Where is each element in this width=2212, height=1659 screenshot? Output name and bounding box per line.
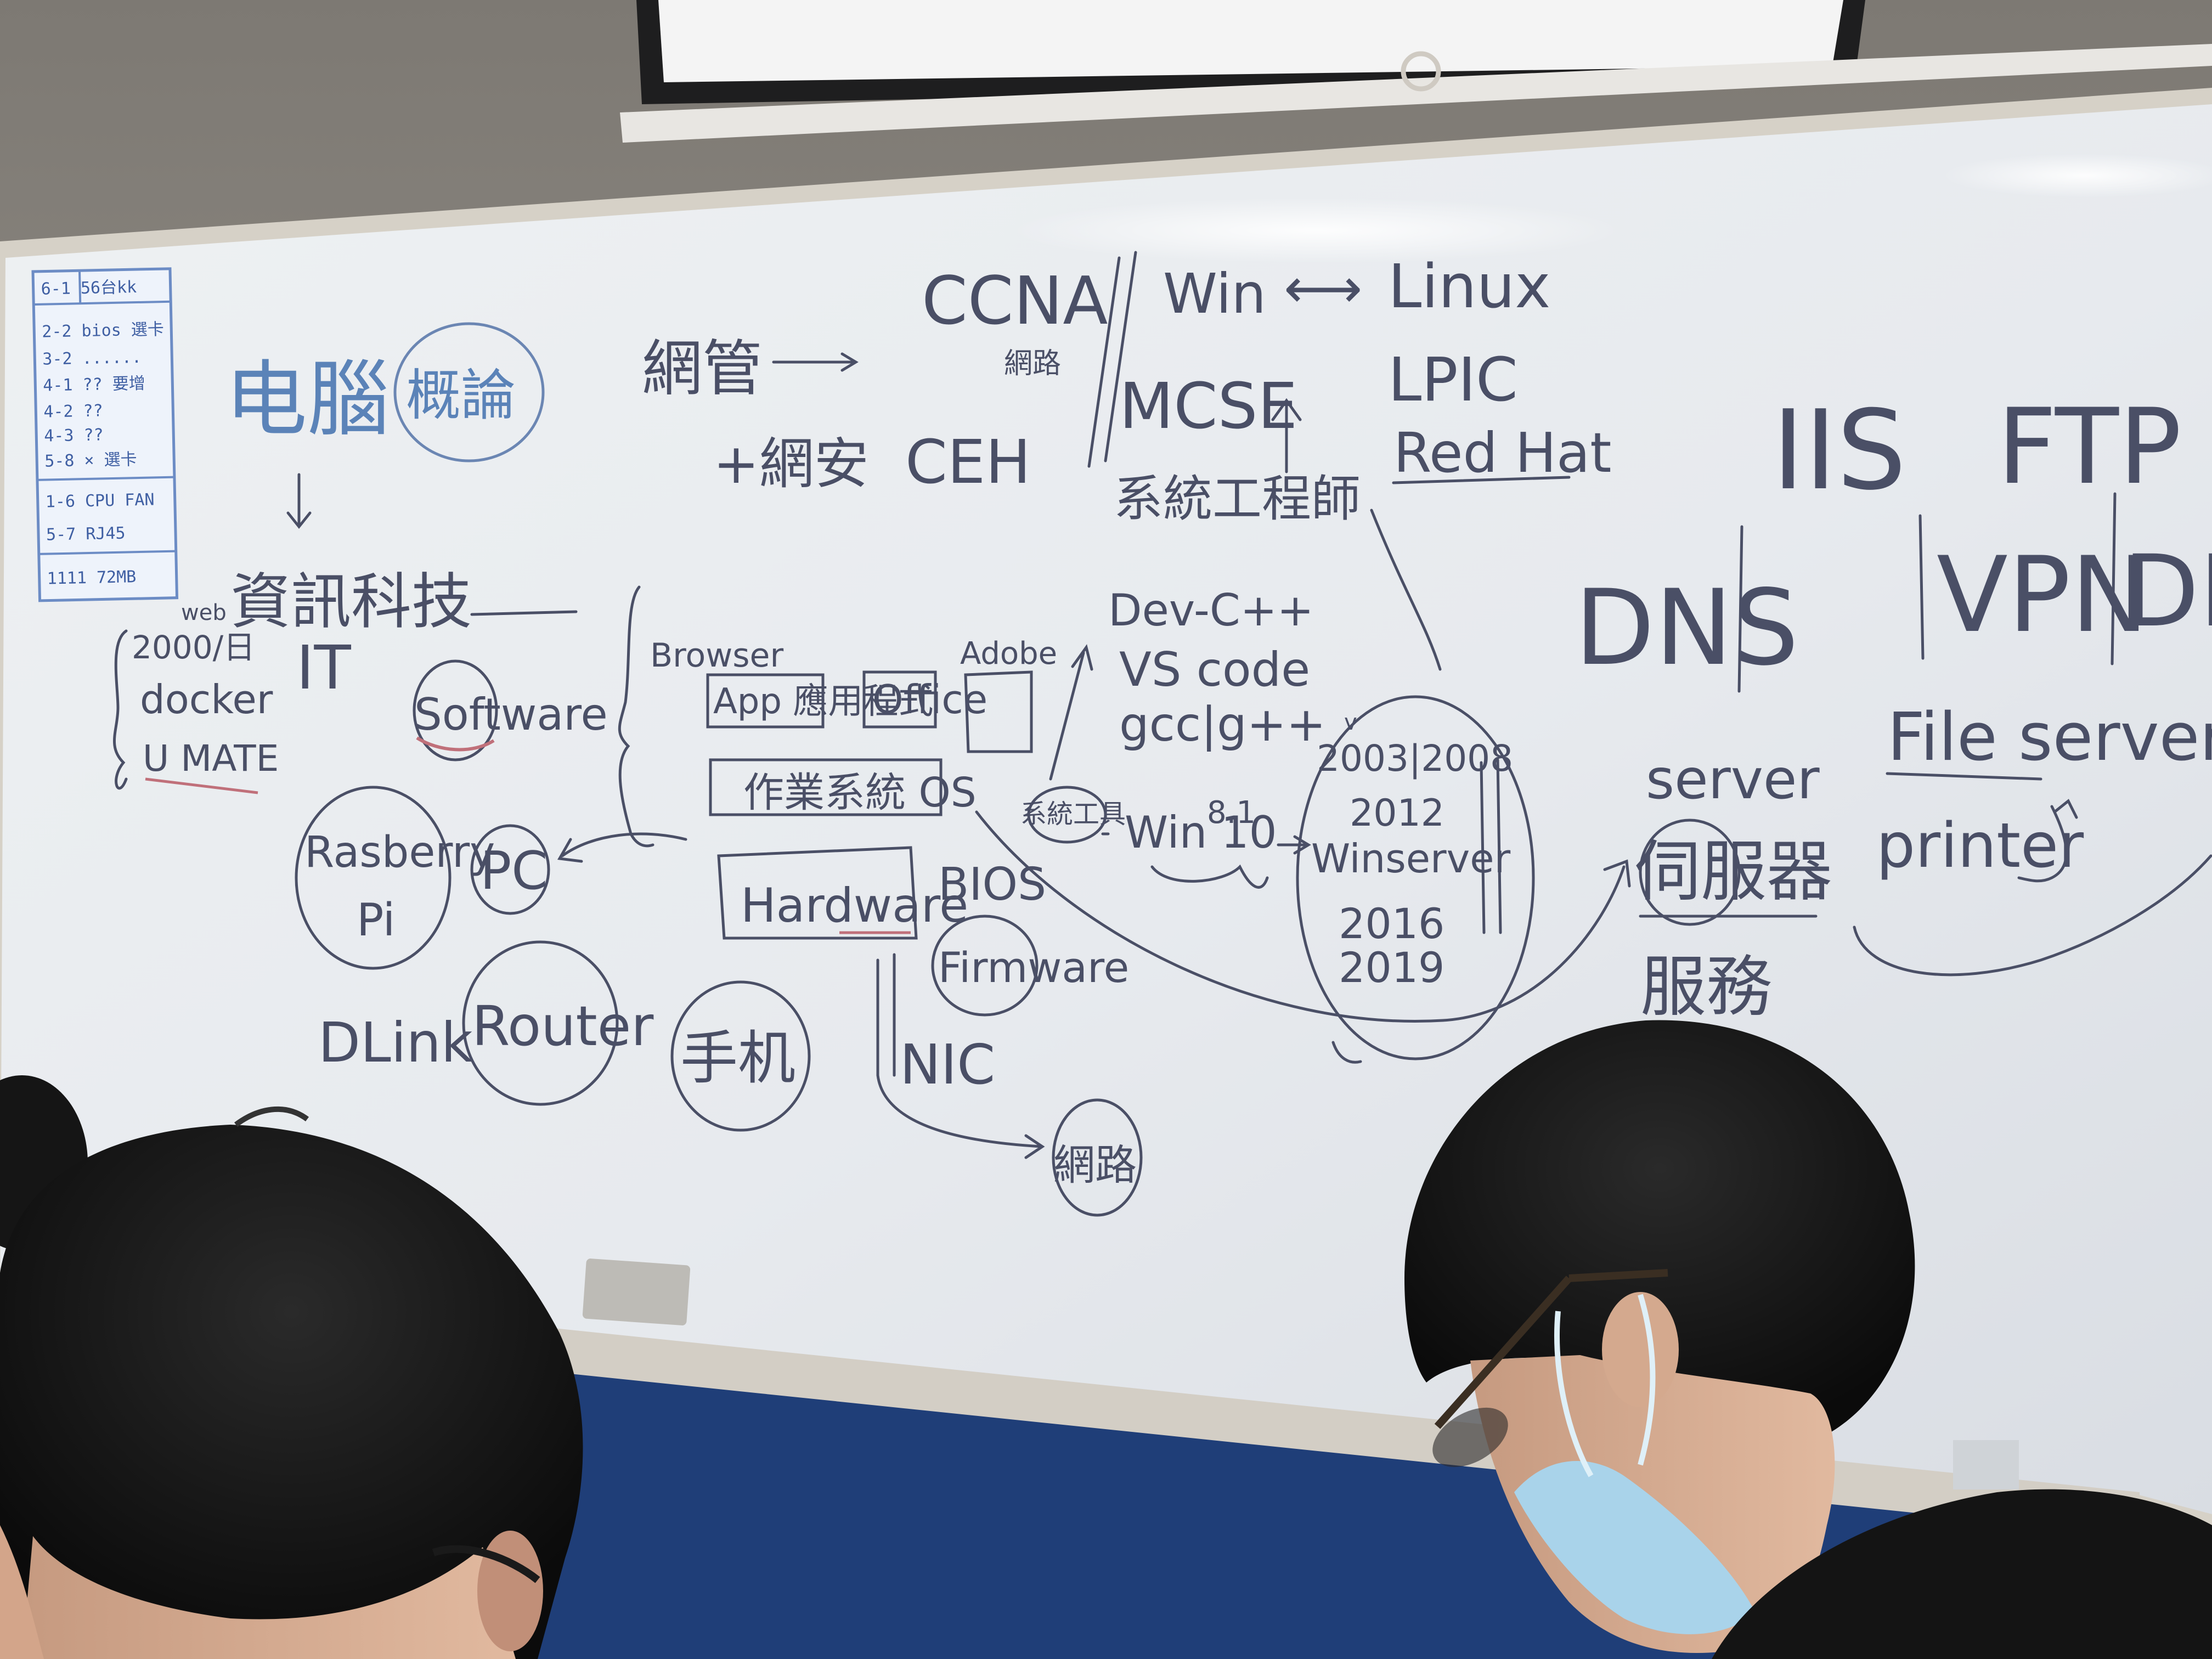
winserver-label: Winserver <box>1311 836 1511 882</box>
firmware-text: Firmware <box>938 943 1129 992</box>
server-cn-text: 伺服器 <box>1635 834 1832 910</box>
note-line: 4-1 ?? 要增 <box>43 374 145 396</box>
year-text: 2000/日 <box>132 629 255 666</box>
win-text: Win <box>1163 262 1266 326</box>
sys-engineer-text: 系統工程師 <box>1114 470 1361 528</box>
hardware-text: Hardware <box>741 878 968 933</box>
shirt <box>1712 1489 2212 1659</box>
browser-text: Browser <box>650 636 783 675</box>
note-line: 6-1 56台kk <box>41 278 137 299</box>
overview-text: 概論 <box>406 363 516 427</box>
ccna-text: CCNA <box>922 263 1108 340</box>
bios-text: BIOS <box>938 859 1046 911</box>
adobe-text: Adobe <box>960 636 1057 672</box>
docker-text: docker <box>140 676 273 723</box>
linux-text: Linux <box>1388 251 1550 321</box>
dlink-text: DLink <box>318 1011 473 1075</box>
network-admin-text: 網管 <box>642 334 763 404</box>
student-left <box>0 1106 583 1659</box>
note-line: 1-6 CPU FAN <box>45 490 154 511</box>
win10-text: Win 10 <box>1125 807 1277 858</box>
winserver-v: v <box>1344 710 1357 735</box>
glasses <box>1434 1269 1668 1429</box>
lpic-text: LPIC <box>1388 345 1518 415</box>
rasberry-text: Rasberry <box>304 828 495 877</box>
winserver-2012: 2012 <box>1350 792 1444 835</box>
app-text: App 應用程式 <box>713 681 933 722</box>
red-hat-text: Red Hat <box>1393 421 1611 485</box>
security-text: +網安 <box>713 432 869 496</box>
printer-text: printer <box>1876 810 2084 882</box>
iis-text: IIS <box>1772 387 1906 515</box>
it-text: IT <box>296 633 351 703</box>
student-right <box>1404 1020 2212 1659</box>
web-text: web <box>181 600 227 625</box>
dh-text: DH <box>2123 534 2212 649</box>
winserver-2019: 2019 <box>1339 943 1444 992</box>
sticky-note: 6-1 56台kk 2-2 bios 選卡 3-2 ...... 4-1 ?? … <box>31 267 179 602</box>
vs-code-text: VS code <box>1119 642 1310 697</box>
pi-text: Pi <box>357 894 395 946</box>
ftp-text: FTP <box>1997 386 2182 507</box>
ear <box>1602 1292 1679 1407</box>
win81-text: 8.1 <box>1207 795 1256 831</box>
router-text: Router <box>472 994 654 1058</box>
phone-text: 手机 <box>680 1025 795 1092</box>
mcse-text: MCSE <box>1119 370 1297 443</box>
service-text: 服務 <box>1640 949 1772 1025</box>
file-server-text: File server <box>1887 699 2212 776</box>
projector-screen <box>620 0 2212 143</box>
note-line: 5-7 RJ45 <box>46 524 126 545</box>
computer-text: 电腦 <box>225 352 390 448</box>
os-text: 作業系統 OS <box>743 769 977 816</box>
eraser <box>582 1259 691 1325</box>
note-line: 3-2 ...... <box>42 348 142 369</box>
system-tool-text: 系統工具 <box>1020 799 1126 830</box>
software-text: Software <box>414 689 608 740</box>
note-line: 4-2 ?? <box>43 401 103 421</box>
dns-text: DNS <box>1575 567 1799 689</box>
note-line: 1111 72MB <box>47 567 136 588</box>
umate-text: U MATE <box>143 737 279 780</box>
pc-text: PC <box>480 841 548 901</box>
gcc-text: gcc|g++ <box>1119 697 1326 752</box>
ceh-text: CEH <box>905 427 1031 497</box>
note-line: 4-3 ?? <box>44 425 104 445</box>
bidirectional-arrow: ⟷ <box>1284 256 1362 320</box>
office-text: Office <box>872 676 988 723</box>
vpn-text: VPN <box>1937 534 2149 656</box>
winserver-years-top: 2003|2008 <box>1317 737 1513 780</box>
winserver-2016: 2016 <box>1339 899 1444 948</box>
network-small-text: 網路 <box>1004 347 1061 380</box>
note-line: 5-8 × 選卡 <box>44 450 137 471</box>
info-tech-text: 資訊科技 <box>230 567 472 637</box>
nic-text: NIC <box>900 1032 995 1097</box>
face-mask <box>1514 1460 1756 1634</box>
dev-cpp-text: Dev-C++ <box>1108 585 1314 636</box>
whiteboard-writing: CCNA 網路 網管 +網安 CEH Win ⟷ Linux MCSE LPIC… <box>113 251 2212 1217</box>
wall-plate <box>1953 1440 2019 1489</box>
network-text: 網路 <box>1053 1141 1137 1189</box>
note-line: 2-2 bios 選卡 <box>42 320 164 342</box>
server-text: server <box>1646 747 1820 811</box>
